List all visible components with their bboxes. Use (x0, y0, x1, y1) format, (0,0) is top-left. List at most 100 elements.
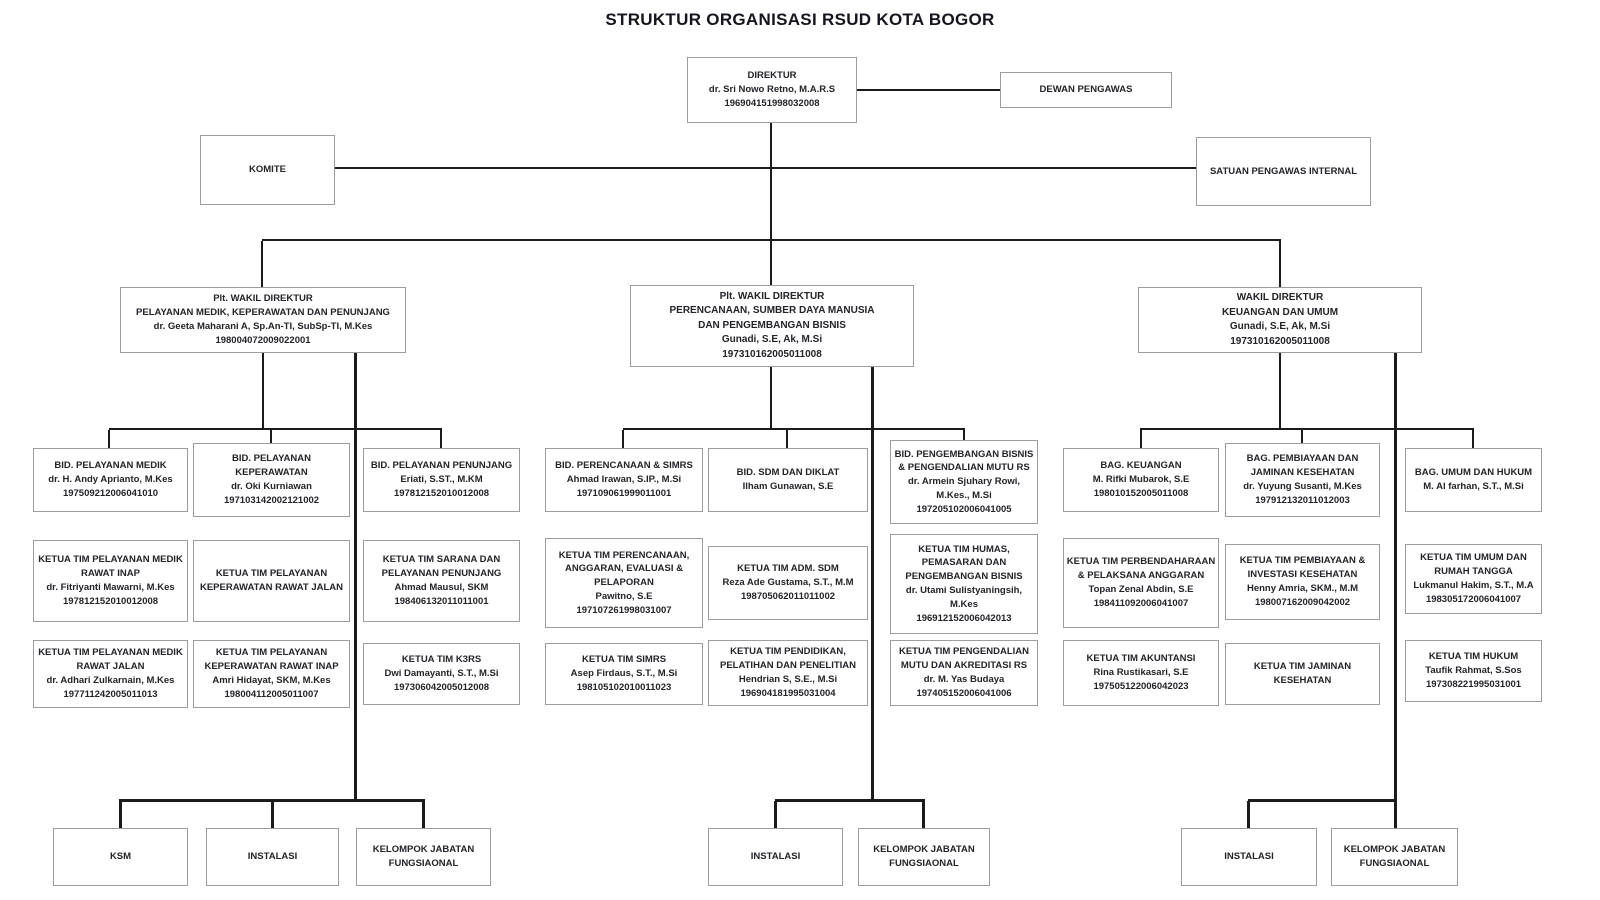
connector-line (422, 801, 425, 830)
connector-line (119, 801, 122, 830)
node-kjf-1: KELOMPOK JABATAN FUNGSIAONAL (356, 828, 491, 886)
node-dewan-pengawas: DEWAN PENGAWAS (1000, 72, 1172, 108)
node-text: dr. Geeta Maharani A, Sp.An-TI, SubSp-TI… (153, 321, 373, 332)
node-bid-bisnis: BID. PENGEMBANGAN BISNIS & PENGENDALIAN … (890, 440, 1038, 524)
node-text: KELOMPOK JABATAN FUNGSIAONAL (1343, 844, 1446, 869)
node-text: Dwi Damayanti, S.T., M.Si (384, 668, 499, 680)
node-text: M. Rifki Mubarok, S.E (1092, 474, 1190, 486)
node-text: DEWAN PENGAWAS (1039, 84, 1133, 96)
node-text: BAG. UMUM DAN HUKUM (1414, 467, 1533, 479)
node-text: 198004112005011007 (224, 688, 319, 700)
node-text: INSTALASI (247, 851, 298, 863)
connector-line (262, 239, 1281, 241)
connector-line (774, 801, 777, 830)
node-text: KETUA TIM PENDIDIKAN, PELATIHAN DAN PENE… (720, 646, 856, 672)
connector-line (1279, 352, 1281, 430)
node-text: KETUA TIM K3RS (401, 654, 482, 666)
connector-line (1394, 352, 1397, 800)
node-text: dr. Fitriyanti Mawarni, M.Kes (46, 582, 175, 593)
node-instalasi-1: INSTALASI (206, 828, 339, 886)
connector-line (440, 430, 442, 450)
connector-line (922, 801, 925, 830)
node-text: INSTALASI (1224, 851, 1274, 863)
node-text: 197812152010012008 (393, 487, 490, 499)
node-text: 198007162009042002 (1254, 596, 1351, 608)
node-text: dr. Oki Kurniawan (231, 481, 312, 492)
node-text: 197103142002121002 (223, 494, 320, 506)
node-komite: KOMITE (200, 135, 335, 205)
connector-line (786, 430, 788, 450)
node-text: KSM (109, 851, 132, 863)
connector-line (775, 799, 925, 802)
node-text: KETUA TIM PELAYANAN KEPERAWATAN RAWAT IN… (204, 647, 339, 673)
node-text: 198010152005011008 (1093, 487, 1189, 499)
connector-line (109, 428, 442, 430)
node-text: KETUA TIM HUKUM (1428, 651, 1519, 663)
node-text: 197405152006041006 (916, 687, 1012, 699)
node-text: Ahmad Mausul, SKM (394, 582, 489, 593)
node-text: Topan Zenal Abdin, S.E (1088, 584, 1194, 595)
node-text: BID. PERENCANAAN & SIMRS (555, 460, 693, 472)
node-text: 197310162005011008 (722, 348, 822, 360)
node-text: BAG. KEUANGAN (1100, 460, 1182, 472)
node-instalasi-2: INSTALASI (708, 828, 843, 886)
node-text: KELOMPOK JABATAN FUNGSIAONAL (873, 844, 975, 869)
node-text: Pawitno, S.E (595, 590, 653, 602)
node-text: DAN PENGEMBANGAN BISNIS (698, 319, 846, 331)
node-text: BID. PELAYANAN PENUNJANG (370, 460, 513, 472)
node-satuan-pengawas-internal: SATUAN PENGAWAS INTERNAL (1196, 137, 1371, 206)
node-text: BID. SDM DAN DIKLAT (736, 467, 840, 479)
node-text: INSTALASI (750, 851, 801, 863)
node-text: Lukmanul Hakim, S.T., M.A (1413, 580, 1534, 591)
connector-line (623, 428, 965, 430)
node-tim-kep-rajal: KETUA TIM PELAYANAN KEPERAWATAN RAWAT JA… (193, 540, 350, 622)
node-text: 197109061999011001 (576, 487, 672, 499)
connector-line (857, 89, 1000, 91)
node-text: Eriati, S.ST., M.KM (400, 474, 483, 486)
node-text: dr. Armein Sjuhary Rowi, M.Kes., M.Si (907, 476, 1021, 501)
node-text: KETUA TIM PERBENDAHARAAN & PELAKSANA ANG… (1066, 556, 1216, 582)
node-text: dr. Sri Nowo Retno, M.A.R.S (708, 84, 836, 96)
node-text: M. Al farhan, S.T., M.Si (1423, 481, 1524, 492)
node-text: 197205102006041005 (916, 503, 1012, 515)
node-text: KETUA TIM PELAYANAN MEDIK RAWAT JALAN (38, 647, 183, 673)
connector-line (1247, 801, 1250, 830)
node-text: Henny Amria, SKM., M.M (1246, 583, 1359, 594)
node-text: KETUA TIM PERENCANAAN, ANGGARAN, EVALUAS… (558, 549, 690, 589)
node-instalasi-3: INSTALASI (1181, 828, 1317, 886)
node-text: 197107261998031007 (576, 604, 672, 616)
node-tim-jaminan: KETUA TIM JAMINAN KESEHATAN (1225, 643, 1380, 705)
node-kjf-2: KELOMPOK JABATAN FUNGSIAONAL (858, 828, 990, 886)
node-text: KETUA TIM PELAYANAN MEDIK RAWAT INAP (38, 554, 183, 580)
node-tim-diklat: KETUA TIM PENDIDIKAN, PELATIHAN DAN PENE… (708, 640, 868, 706)
connector-line (770, 123, 772, 241)
node-text: 197711242005011013 (63, 688, 158, 700)
connector-line (1140, 428, 1474, 430)
node-text: BID. PELAYANAN MEDIK (54, 460, 167, 472)
node-text: 196912152006042013 (916, 612, 1012, 624)
connector-line (1301, 430, 1303, 450)
node-kjf-3: KELOMPOK JABATAN FUNGSIAONAL (1331, 828, 1458, 886)
node-text: 198406132011011001 (394, 595, 489, 607)
node-text: Asep Firdaus, S.T., M.Si (570, 668, 678, 680)
node-text: 197912132011012003 (1255, 494, 1350, 506)
node-text: 198705062011011002 (740, 590, 836, 602)
node-text: 196904181995031004 (740, 687, 836, 699)
node-text: PERENCANAAN, SUMBER DAYA MANUSIA (669, 305, 875, 317)
connector-line (262, 352, 264, 430)
connector-line (1472, 430, 1474, 450)
node-text: 197505122006042023 (1093, 680, 1189, 692)
node-text: BAG. PEMBIAYAAN DAN JAMINAN KESEHATAN (1246, 453, 1359, 479)
node-text: KETUA TIM PENGENDALIAN MUTU DAN AKREDITA… (898, 646, 1029, 672)
connector-line (1279, 241, 1281, 289)
node-tim-humas: KETUA TIM HUMAS, PEMASARAN DAN PENGEMBAN… (890, 534, 1038, 634)
node-text: 197310162005011008 (1230, 335, 1330, 347)
